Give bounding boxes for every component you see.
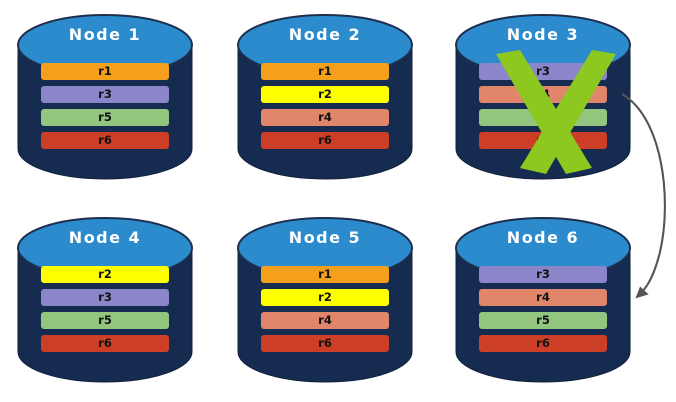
record-bar-r1[interactable]: r1 [261,63,389,80]
record-list: r1 r3 r5 r6 [41,63,169,155]
record-bar-r3[interactable]: r3 [479,266,607,283]
record-bar-r5[interactable]: r5 [41,312,169,329]
record-bar-r5[interactable]: r5 [479,312,607,329]
record-bar-r3[interactable]: r3 [41,289,169,306]
record-list: r3 r4 r5 r6 [479,266,607,358]
record-bar-r5[interactable]: r5 [41,109,169,126]
record-bar-r1[interactable]: r1 [261,266,389,283]
record-list: r3 r4 r5 r6 [479,63,607,155]
record-bar-r2[interactable]: r2 [261,86,389,103]
record-bar-r6[interactable]: r6 [261,335,389,352]
record-bar-r3[interactable]: r3 [41,86,169,103]
record-bar-r4[interactable]: r4 [261,312,389,329]
record-list: r1 r2 r4 r6 [261,266,389,358]
record-list: r2 r3 r5 r6 [41,266,169,358]
record-bar-r6[interactable]: r6 [479,132,607,149]
record-bar-r2[interactable]: r2 [41,266,169,283]
record-bar-r4[interactable]: r4 [261,109,389,126]
record-list: r1 r2 r4 r6 [261,63,389,155]
record-bar-r4[interactable]: r4 [479,86,607,103]
record-bar-r4[interactable]: r4 [479,289,607,306]
record-bar-r1[interactable]: r1 [41,63,169,80]
record-bar-r6[interactable]: r6 [41,132,169,149]
record-bar-r6[interactable]: r6 [261,132,389,149]
record-bar-r3[interactable]: r3 [479,63,607,80]
record-bar-r5[interactable]: r5 [479,109,607,126]
record-bar-r6[interactable]: r6 [479,335,607,352]
record-bar-r6[interactable]: r6 [41,335,169,352]
record-bar-r2[interactable]: r2 [261,289,389,306]
